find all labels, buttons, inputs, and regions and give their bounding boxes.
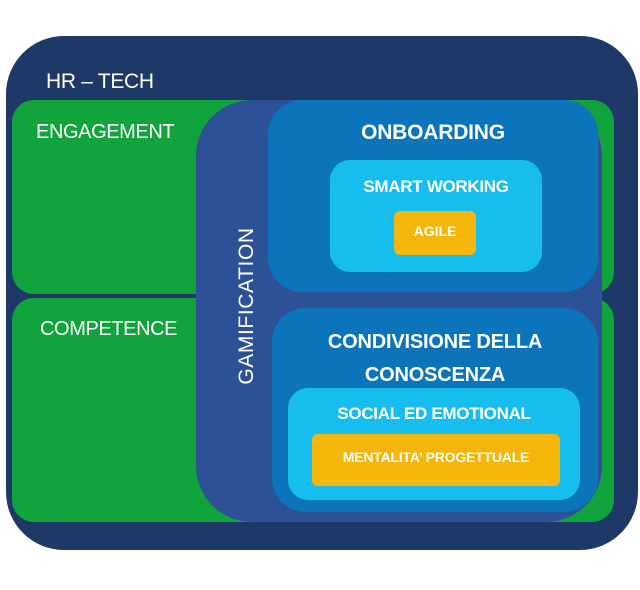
onboarding-label: ONBOARDING <box>361 121 505 144</box>
hr-tech-label: HR – TECH <box>46 70 154 93</box>
gamification-label: GAMIFICATION <box>235 227 258 385</box>
condivisione-label-line2: CONOSCENZA <box>364 364 506 386</box>
mentalita-progettuale-box <box>312 434 560 486</box>
engagement-label: ENGAGEMENT <box>36 121 175 143</box>
mentalita-progettuale-label: MENTALITA’ PROGETTUALE <box>342 449 530 465</box>
agile-label: AGILE <box>413 223 457 239</box>
agile-box <box>394 211 476 255</box>
smart-working-label: SMART WORKING <box>363 177 509 196</box>
condivisione-label: CONDIVISIONE DELLA CONOSCENZA <box>272 326 598 392</box>
social-emotional-label: SOCIAL ED EMOTIONAL <box>337 404 531 423</box>
competence-label: COMPETENCE <box>40 318 178 340</box>
gamification-label-wrap: GAMIFICATION <box>232 226 262 386</box>
condivisione-label-line1: CONDIVISIONE DELLA <box>327 331 543 353</box>
